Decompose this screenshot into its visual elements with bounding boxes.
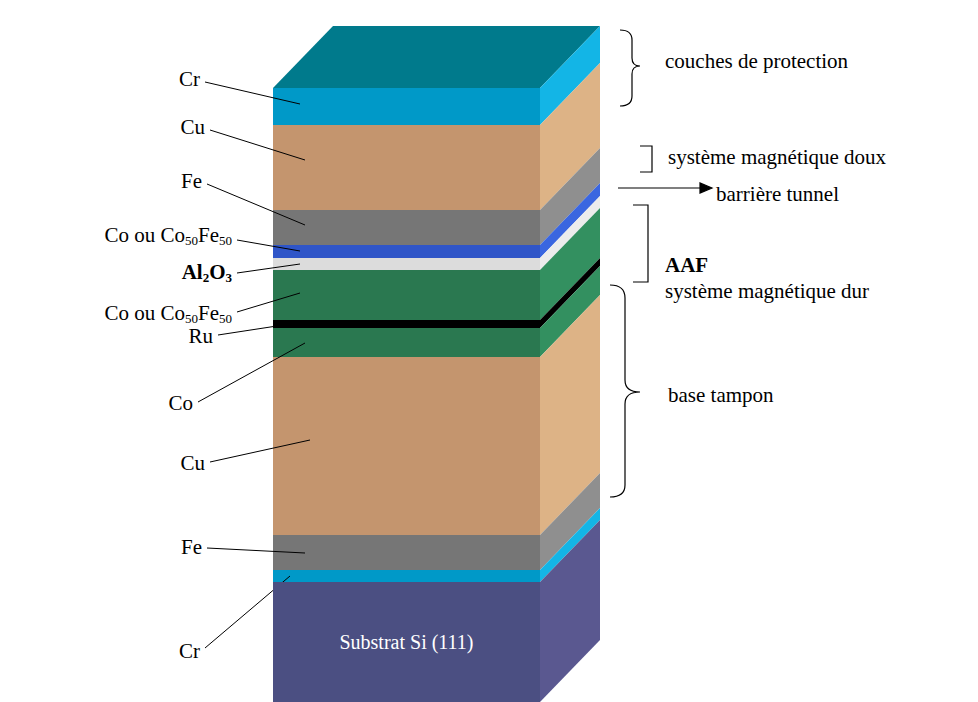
layer-name: Cr xyxy=(179,68,200,91)
layer-name: Cu xyxy=(180,452,205,475)
layer-name: Cu xyxy=(180,116,205,139)
group-label: système magnétique dur xyxy=(665,280,869,303)
layer-name: Co ou Co50Fe50 xyxy=(104,302,232,325)
substrate-layer: Substrat Si (111) xyxy=(273,582,540,702)
layer-name: Al2O3 xyxy=(182,261,232,284)
layer-name: Co ou Co50Fe50 xyxy=(104,224,232,247)
front-layers xyxy=(273,88,540,582)
group-label: base tampon xyxy=(668,384,774,407)
layer-label: Substrat Si (111) xyxy=(339,631,473,654)
leader-lines xyxy=(198,82,310,648)
group-label: AAF xyxy=(665,254,708,277)
group-label: couches de protection xyxy=(665,50,848,73)
group-label: système magnétique doux xyxy=(668,146,886,169)
brackets xyxy=(610,30,712,497)
group-label: barrière tunnel xyxy=(716,183,839,206)
layer-name: Cr xyxy=(179,640,200,663)
layer-name: Co xyxy=(168,392,193,415)
layer-name: Fe xyxy=(181,536,202,559)
side-layers xyxy=(540,26,600,702)
layer-name: Fe xyxy=(181,170,202,193)
layer-name: Ru xyxy=(188,325,213,348)
